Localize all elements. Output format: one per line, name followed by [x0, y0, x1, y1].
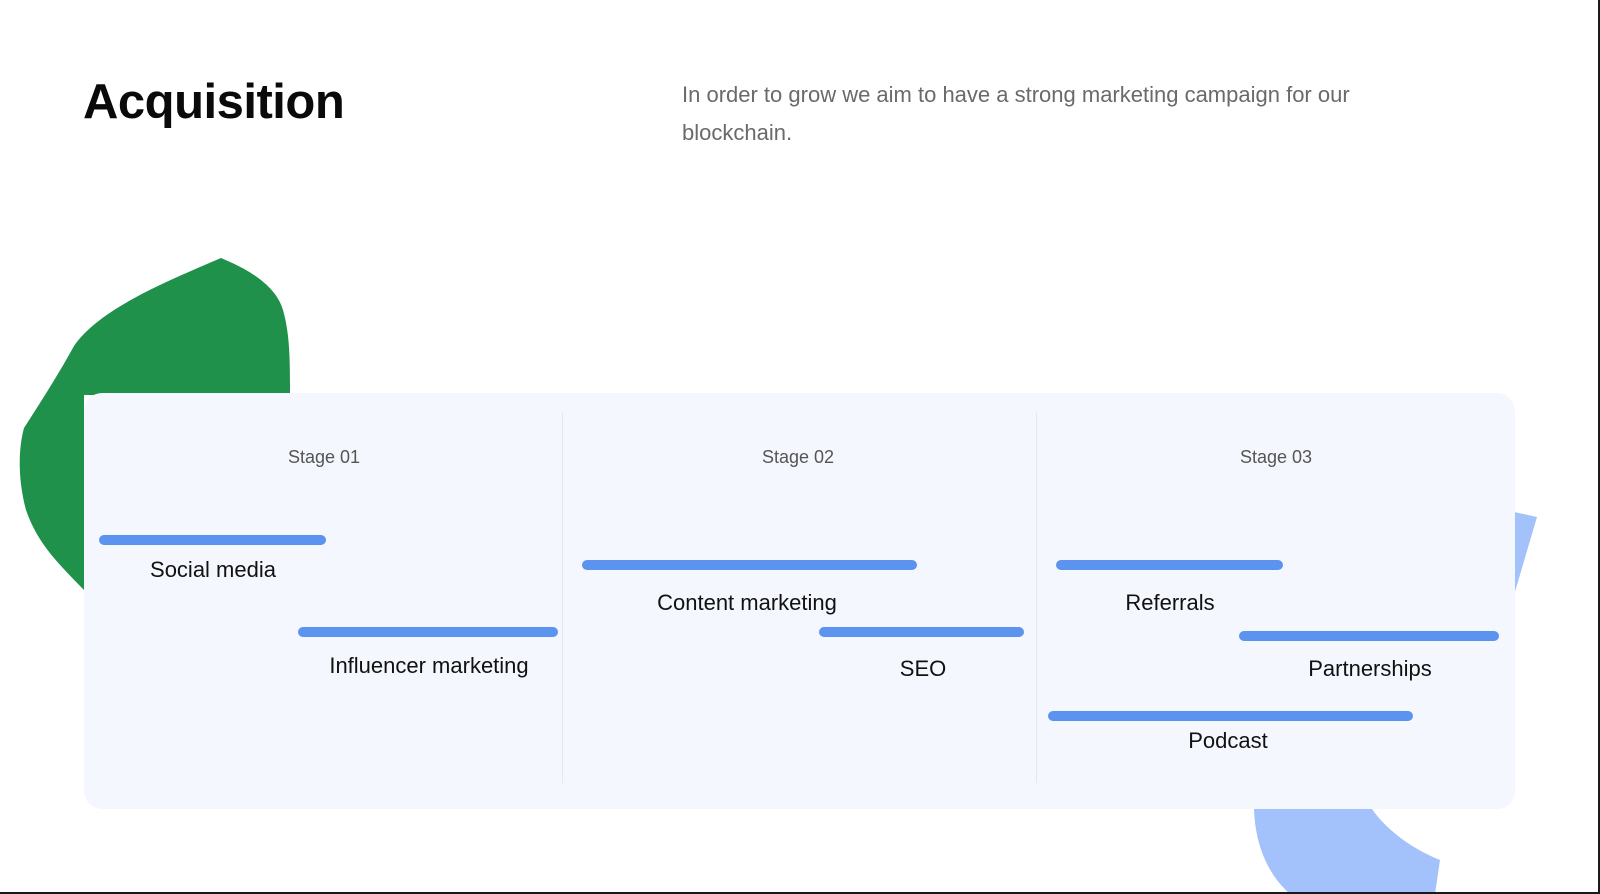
- intro-text: In order to grow we aim to have a strong…: [682, 82, 1350, 145]
- item-label-podcast: Podcast: [1188, 728, 1268, 753]
- timeline-bar-influencer-marketing: [298, 627, 558, 637]
- timeline-bar-social-media: [99, 535, 326, 545]
- stage-label-03: Stage 03: [1239, 447, 1313, 467]
- item-label-social-media: Social media: [150, 557, 276, 582]
- page-title: Acquisition: [83, 75, 345, 129]
- item-label-influencer-marketing: Influencer marketing: [329, 653, 529, 678]
- item-label-content-marketing: Content marketing: [657, 590, 837, 615]
- stages-panel: Stage 01 Social media Influencer marketi…: [84, 393, 1515, 809]
- item-label-seo: SEO: [899, 656, 947, 681]
- timeline-bar-referrals: [1056, 560, 1283, 570]
- timeline-bar-podcast: [1048, 711, 1413, 721]
- stage-label-02: Stage 02: [761, 447, 835, 467]
- stage-label-01: Stage 01: [287, 447, 361, 467]
- stage-divider: [562, 413, 563, 783]
- item-label-referrals: Referrals: [1125, 590, 1215, 615]
- window-right-border: [1598, 0, 1600, 894]
- stage-divider: [1036, 413, 1037, 783]
- timeline-bar-seo: [819, 627, 1024, 637]
- timeline-bar-partnerships: [1239, 631, 1499, 641]
- green-blob-shape: [19, 258, 291, 590]
- item-label-partnerships: Partnerships: [1308, 656, 1432, 681]
- window-bottom-border: [0, 892, 1600, 894]
- timeline-bar-content-marketing: [582, 560, 917, 570]
